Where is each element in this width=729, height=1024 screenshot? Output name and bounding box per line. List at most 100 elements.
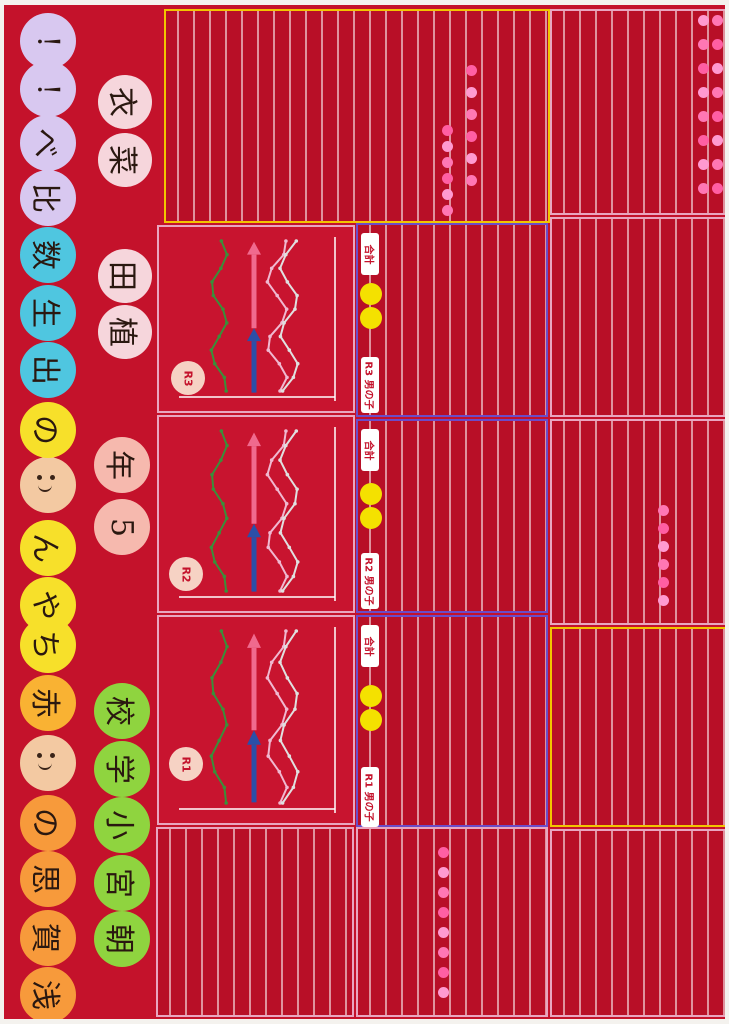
decorative-dot	[442, 141, 453, 152]
baby-face-icon	[20, 457, 76, 513]
table-r3: R3 男の子 合計	[356, 223, 548, 417]
title-char: の	[20, 795, 76, 851]
text-panel-middle-bottom	[356, 827, 548, 1017]
graph-point	[294, 239, 299, 243]
graph-point	[278, 389, 282, 393]
decorative-dot	[438, 867, 449, 878]
graph-point	[219, 458, 223, 462]
graph-point	[224, 389, 228, 393]
grade-char: 年	[94, 437, 150, 493]
graph-point	[277, 361, 282, 366]
graph-point	[269, 266, 274, 271]
graph-point	[294, 429, 299, 433]
text-panel-right-2	[550, 217, 725, 417]
graph-point	[293, 707, 297, 711]
graph-point	[284, 239, 288, 243]
graph-point	[295, 487, 299, 491]
graph-point	[295, 361, 300, 366]
table-r3-total-tag: 合計	[361, 233, 379, 275]
graph-point	[219, 266, 223, 271]
graph-point	[284, 307, 289, 311]
decorative-dot	[466, 65, 477, 76]
name-char: 田	[98, 249, 152, 303]
graph-r1: R1	[157, 615, 355, 825]
decorative-dot	[712, 87, 723, 98]
graph-point	[295, 560, 300, 564]
decorative-dot	[712, 63, 723, 74]
graph-r3: R3	[157, 225, 355, 413]
graph-point	[217, 334, 221, 339]
decorative-dot	[712, 111, 723, 122]
graph-point	[291, 785, 296, 790]
arrow-down-icon	[247, 523, 261, 538]
graph-point	[291, 574, 296, 579]
graph-point	[282, 723, 286, 727]
title-char: 浅	[20, 967, 76, 1019]
graph-r2-bubble: R2	[169, 557, 203, 591]
table-r2: R2 男の子 合計	[356, 419, 548, 613]
decorative-dot	[658, 505, 669, 516]
graph-point	[224, 321, 229, 325]
intro-panel-bottom	[156, 827, 354, 1017]
graph-point	[266, 754, 271, 758]
graph-point	[284, 629, 288, 633]
graph-point	[280, 389, 285, 393]
graph-point	[221, 501, 225, 506]
decorative-dot	[442, 189, 453, 200]
school-char: 校	[94, 683, 150, 739]
graph-point	[269, 660, 274, 665]
graph-point	[210, 280, 214, 284]
graph-point	[209, 754, 214, 758]
school-char: 学	[94, 741, 150, 797]
graph-point	[284, 429, 288, 433]
decorative-dot	[698, 135, 709, 146]
graph-point	[211, 293, 216, 298]
graph-point	[269, 458, 274, 462]
graph-point	[224, 589, 228, 593]
decorative-dot	[658, 595, 669, 606]
graph-point	[222, 785, 227, 790]
school-char: 朝	[94, 911, 150, 967]
title-char: ん	[20, 520, 76, 576]
decorative-dot	[698, 63, 709, 74]
graph-point	[277, 560, 282, 564]
table-r2-yellow-disc	[360, 507, 382, 529]
graph-point	[282, 516, 286, 521]
text-panel-right-4	[550, 627, 725, 827]
table-r3-yellow-disc	[360, 283, 382, 305]
graph-series-line	[266, 430, 289, 592]
arrow-up-icon	[247, 432, 261, 447]
graph-point	[209, 545, 214, 550]
graph-point	[268, 531, 272, 535]
graph-point	[266, 545, 271, 550]
graph-point	[212, 769, 217, 774]
graph-point	[277, 769, 282, 774]
decorative-dot	[658, 559, 669, 570]
decorative-dot	[658, 523, 669, 534]
graph-point	[275, 293, 279, 298]
decorative-dot	[658, 577, 669, 588]
graph-point	[268, 738, 272, 743]
decorative-dot	[712, 183, 723, 194]
title-char: や	[20, 577, 76, 633]
graph-point	[212, 560, 217, 564]
graph-point	[219, 660, 223, 665]
decorative-dot	[698, 15, 709, 26]
baby-face-icon	[20, 735, 76, 791]
graph-point	[265, 472, 270, 477]
graph-point	[287, 754, 292, 758]
graph-r2: R2	[157, 415, 355, 613]
graph-point	[278, 660, 282, 665]
summary-panel-top	[164, 9, 550, 223]
decorative-dot	[712, 39, 723, 50]
arrow-down-icon	[247, 730, 261, 745]
graph-point	[287, 545, 292, 550]
graph-point	[278, 266, 282, 271]
decorative-dot	[698, 183, 709, 194]
decorative-dot	[438, 927, 449, 938]
title-char: 思	[20, 851, 76, 907]
decorative-dot	[658, 541, 669, 552]
title-char: 比	[20, 170, 76, 226]
table-r3-tag: R3 男の子	[361, 357, 379, 413]
title-char: べ	[20, 115, 76, 171]
